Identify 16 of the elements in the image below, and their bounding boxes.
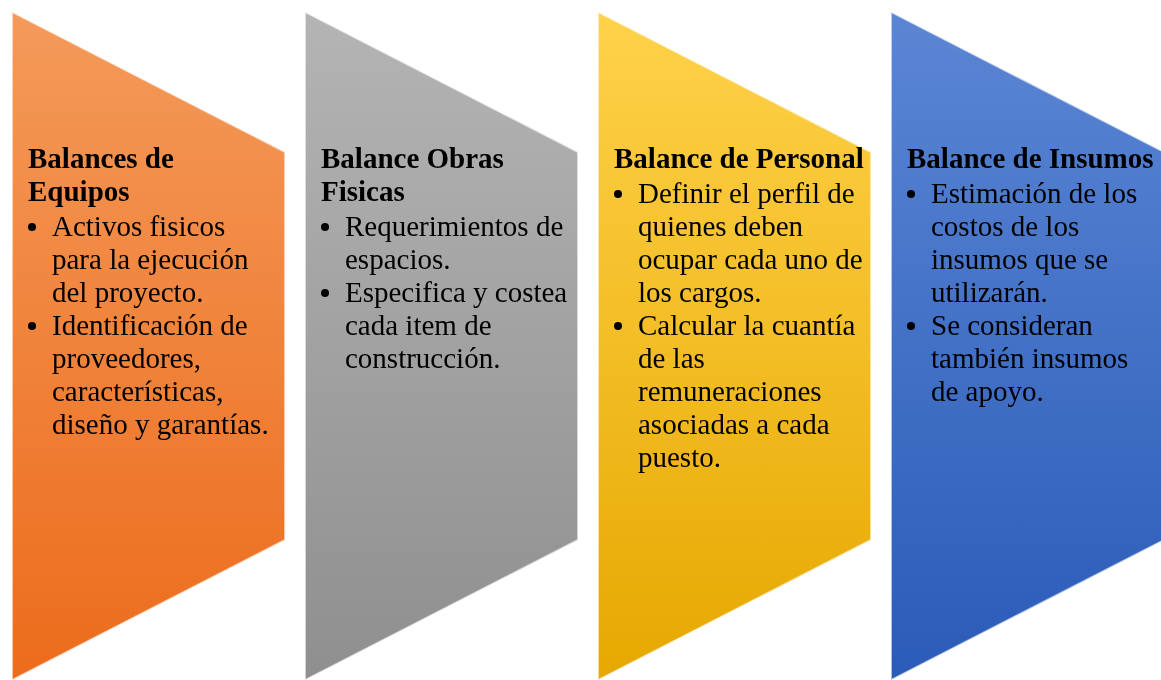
chevron-shape — [305, 12, 579, 680]
section-heading: Balance de Personal — [614, 142, 865, 175]
bullet-text: Identificación de proveedores, características, diseño y garantías. — [52, 309, 270, 441]
bullet-text: Requerimientos de espacios. — [345, 210, 565, 276]
bullet-text: Activos fisicos para la ejecución del proyecto. — [52, 210, 250, 309]
section-heading: Balance de Insumos — [907, 142, 1155, 175]
bullet-text: Calcular la cuantía de las remuneraciones asociadas a cada puesto. — [638, 309, 857, 474]
chevron-shape — [12, 12, 286, 680]
section-heading: Balance Obras Fisicas — [321, 142, 505, 208]
bullet-text: Definir el perfil de quienes deben ocupar cada uno de los cargos. — [638, 177, 864, 309]
chevron-shape — [598, 12, 872, 680]
chevron-shape — [891, 12, 1161, 680]
bullet-text: Especifica y costea cada item de construcción. — [345, 276, 569, 375]
section-heading: Balances de Equipos — [28, 142, 175, 208]
bullet-text: Se consideran también insumos de apoyo. — [931, 309, 1130, 408]
bullet-text: Estimación de los costos de los insumos que se utilizarán. — [931, 177, 1139, 309]
